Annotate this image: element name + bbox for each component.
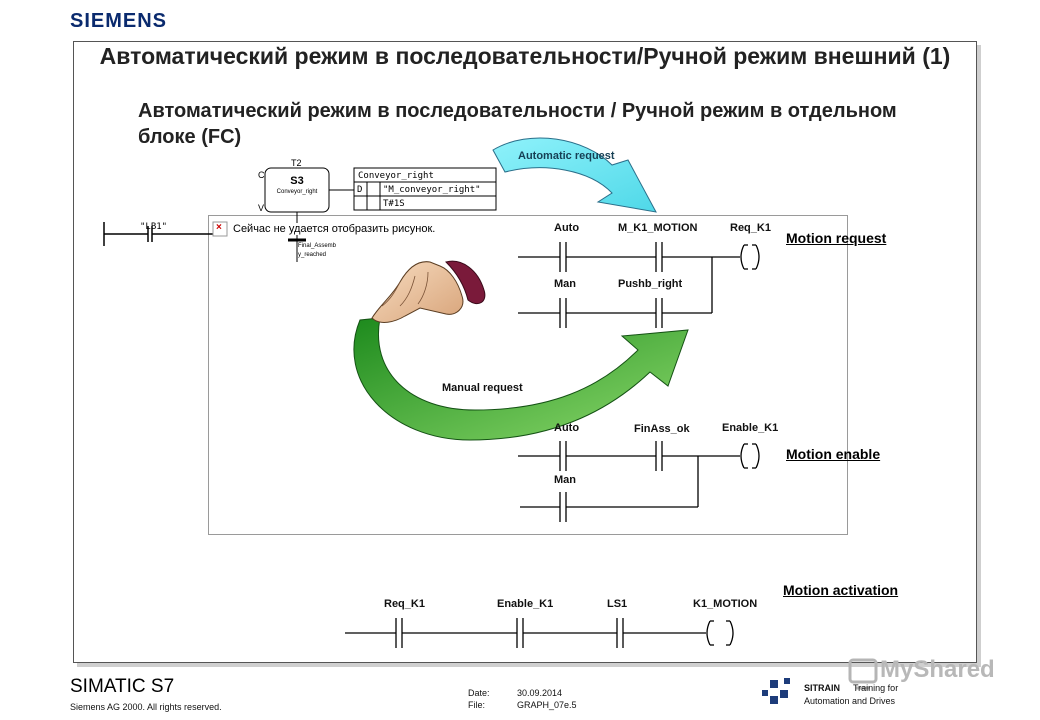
- activation-req-k1-label: Req_K1: [384, 598, 425, 610]
- footer-product: SIMATIC S7: [70, 676, 175, 697]
- step-action-row1: Conveyor_right: [358, 171, 434, 181]
- request-man-label: Man: [554, 278, 576, 290]
- watermark-icon: [848, 658, 878, 690]
- request-req-k1-label: Req_K1: [730, 222, 771, 234]
- ladder-panel: [208, 215, 848, 535]
- step-c-label: C: [258, 170, 265, 180]
- step-action-row3: T#1S: [383, 199, 405, 209]
- broken-image-icon: ×: [216, 222, 222, 233]
- footer-training-1: Training for: [853, 683, 899, 693]
- pointing-hand-icon: [371, 260, 486, 323]
- activation-enable-k1-label: Enable_K1: [497, 598, 554, 610]
- motion-request-heading: Motion request: [786, 230, 887, 246]
- step-action-row2: "M_conveyor_right": [383, 185, 481, 195]
- footer-date-value: 30.09.2014: [517, 688, 563, 698]
- page-subtitle: Автоматический режим в последовательност…: [138, 100, 897, 148]
- request-auto-label: Auto: [554, 222, 580, 234]
- enable-man-label: Man: [554, 474, 576, 486]
- watermark-text: MyShared: [880, 656, 995, 683]
- motion-activation-heading: Motion activation: [783, 582, 899, 598]
- transition-text-2: y_reached: [298, 252, 327, 258]
- step-subtitle: Conveyor_right: [276, 189, 318, 195]
- enable-auto-label: Auto: [554, 422, 580, 434]
- contact-lb1-label: "LB1": [140, 222, 168, 232]
- broken-image-frame: [212, 221, 228, 237]
- motion-activation-network: [345, 618, 734, 648]
- footer-date-label: Date:: [468, 688, 490, 698]
- footer-training-2: Automation and Drives: [804, 696, 896, 706]
- request-m-k1-motion-label: M_K1_MOTION: [618, 222, 698, 234]
- enable-finass-ok-label: FinAss_ok: [634, 423, 690, 435]
- step-name: S3: [290, 175, 304, 187]
- broken-image-text: Сейчас не удается отобразить рисунок.: [233, 223, 436, 235]
- automatic-request-arrow: [492, 137, 657, 213]
- enable-enable-k1-label: Enable_K1: [722, 422, 779, 434]
- footer-file-value: GRAPH_07e.5: [517, 700, 577, 710]
- step-v-label: V: [258, 203, 265, 213]
- activation-k1-motion-label: K1_MOTION: [693, 598, 758, 610]
- sitrain-logo-icon: [762, 678, 790, 704]
- siemens-logo: SIEMENS: [70, 10, 168, 32]
- page-title: Автоматический режим в последовательност…: [99, 43, 951, 69]
- footer-sitrain: SITRAIN: [804, 683, 840, 693]
- motion-enable-heading: Motion enable: [786, 446, 881, 462]
- automatic-request-label: Automatic request: [518, 150, 615, 162]
- footer-copyright: Siemens AG 2000. All rights reserved.: [70, 702, 222, 712]
- motion-enable-network: [518, 441, 760, 522]
- manual-request-arrow: [353, 317, 689, 441]
- transition-text-1: Final_Assemb: [298, 243, 337, 249]
- footer-file-label: File:: [468, 700, 486, 710]
- step-action-type: D: [357, 185, 363, 195]
- manual-request-label: Manual request: [442, 382, 523, 394]
- motion-request-network: [518, 242, 760, 328]
- request-pushb-right-label: Pushb_right: [618, 278, 683, 290]
- activation-ls1-label: LS1: [607, 598, 628, 610]
- step-top-label: T2: [291, 158, 302, 168]
- sfc-step-graphic: [264, 167, 497, 262]
